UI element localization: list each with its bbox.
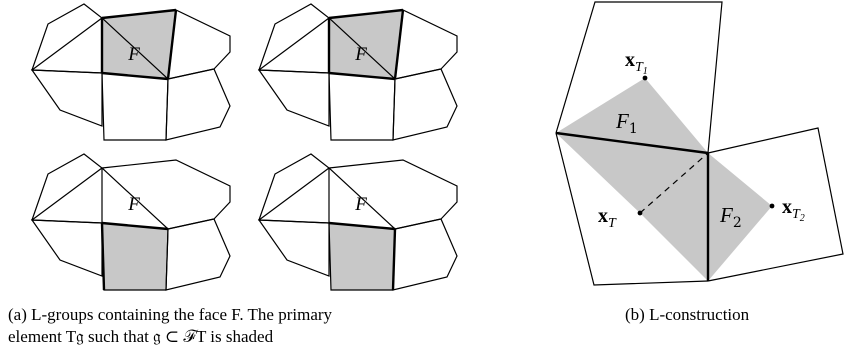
mesh-top-left: F — [30, 3, 231, 141]
shaded-cell — [329, 10, 403, 79]
mesh-bottom-left: F — [30, 153, 231, 291]
caption-b: (b) L-construction — [625, 305, 750, 324]
face-label: F — [127, 194, 140, 215]
l-construction: xT1 F1 xT F2 xT2 — [555, 1, 844, 286]
shaded-cell — [102, 223, 168, 290]
face-label: F — [127, 44, 140, 65]
face-edge-thick — [100, 8, 178, 81]
shaded-triangle-f1 — [556, 78, 708, 153]
label-F1: F1 — [615, 109, 638, 137]
shaded-cell — [329, 223, 395, 290]
dashed-connector — [639, 152, 709, 214]
caption-a-line1: (a) L-groups containing the face F. The … — [8, 305, 333, 324]
label-F2: F2 — [719, 203, 742, 231]
face-edge-thick — [328, 221, 397, 291]
face-label: F — [354, 194, 367, 215]
shaded-triangle-f2b — [708, 153, 772, 281]
point-xT1 — [642, 75, 648, 81]
element-outlines — [555, 1, 844, 286]
label-xT1: xT1 — [625, 49, 648, 77]
point-xT2 — [769, 203, 775, 209]
shaded-cell — [102, 10, 176, 79]
label-xT2: xT2 — [782, 196, 805, 224]
face-edge-thick — [100, 221, 169, 291]
face-label: F — [354, 44, 367, 65]
shaded-triangle-f2 — [556, 133, 708, 281]
face-edge-thick — [327, 8, 405, 81]
caption-a-line2: element T𝔤 such that 𝔤 ⊂ ℱT is shaded — [8, 327, 274, 346]
mesh-top-right: F — [257, 3, 458, 141]
mesh-bottom-right: F — [257, 153, 458, 291]
point-xT — [637, 210, 643, 216]
shared-faces — [555, 131, 710, 281]
label-xT: xT — [598, 205, 617, 231]
